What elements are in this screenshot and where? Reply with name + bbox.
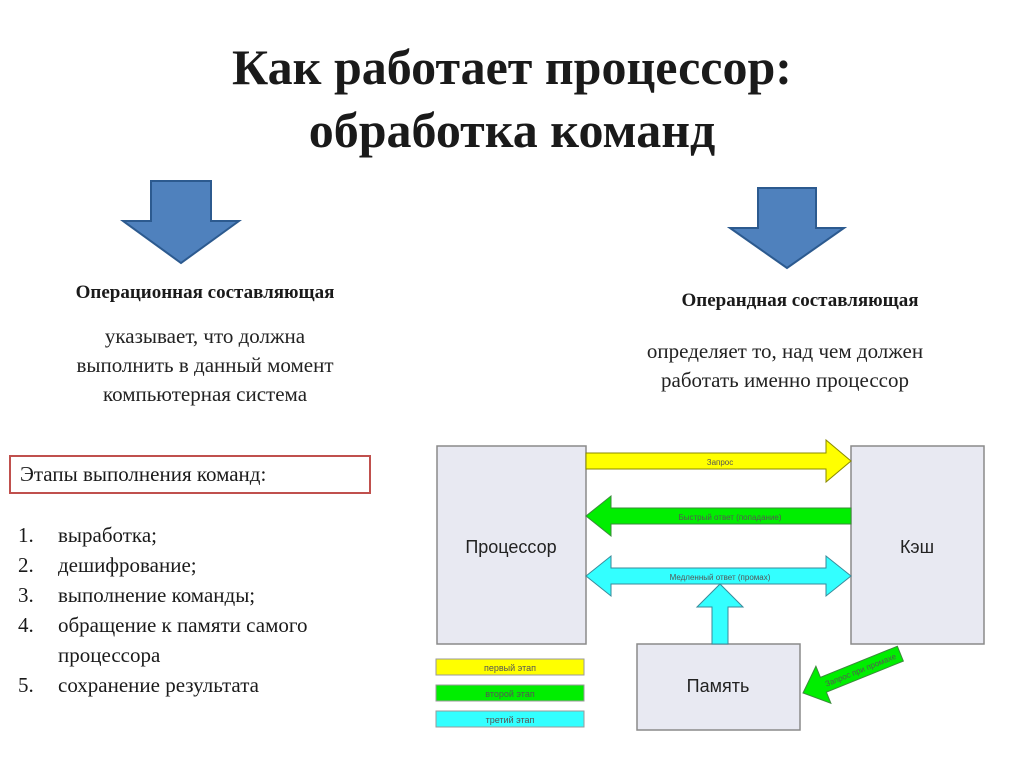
list-item: 3. выполнение команды;: [18, 580, 398, 610]
list-item: процессора: [18, 640, 398, 670]
fast-response-arrow: [585, 494, 852, 538]
processor-label: Процессор: [465, 537, 556, 557]
fast-response-label: Быстрый ответ (попадание): [678, 513, 781, 522]
legend-label: второй этап: [485, 689, 535, 699]
list-item-number: 4.: [18, 613, 34, 637]
operand-heading: Операндная составляющая: [681, 290, 919, 311]
cache-diagram: Процессор Кэш Память Запрос Быстрый отве…: [435, 438, 985, 731]
legend-swatch-cyan: [435, 710, 585, 728]
page-title-line1: Как работает процессор:: [232, 39, 792, 95]
page-title-line2: обработка команд: [308, 102, 716, 158]
cache-box: [850, 445, 985, 645]
down-arrow-icon-right: [727, 187, 847, 270]
list-item: 1. выработка;: [18, 520, 398, 550]
miss-request-label: Запрос при промахе: [824, 652, 898, 689]
list-item-number: 3.: [18, 583, 34, 607]
operational-description: указывает, что должна выполнить в данный…: [10, 322, 400, 409]
legend-swatch-yellow: [435, 658, 585, 676]
operand-desc-line: определяет то, над чем должен: [646, 339, 924, 363]
stages-list: 1. выработка; 2. дешифрование; 3. выполнени…: [18, 520, 398, 700]
list-item-number: 5.: [18, 673, 34, 697]
operand-description: определяет то, над чем должен работать и…: [575, 337, 995, 395]
list-item-text: выполнение команды;: [58, 583, 256, 607]
operational-heading: Операционная составляющая: [75, 282, 335, 303]
operational-desc-line: указывает, что должна: [104, 324, 306, 348]
request-arrow: [585, 438, 852, 484]
operational-desc-line: выполнить в данный момент: [76, 353, 334, 377]
cache-label: Кэш: [900, 537, 934, 557]
list-item-text: процессора: [58, 643, 161, 667]
memory-label: Память: [687, 676, 750, 696]
down-arrow-icon-left: [120, 180, 242, 265]
slow-response-arrow: [585, 554, 852, 598]
list-item-text: дешифрование;: [58, 553, 197, 577]
list-item-text: сохранение результата: [58, 673, 259, 697]
operand-desc-line: работать именно процессор: [661, 368, 909, 392]
legend-label: третий этап: [486, 715, 535, 725]
processor-box: [436, 445, 587, 645]
request-arrow-label: Запрос: [707, 458, 734, 467]
list-item-text: обращение к памяти самого: [58, 613, 308, 637]
list-item-number: 1.: [18, 523, 34, 547]
memory-up-arrow: [695, 583, 745, 645]
slow-response-label: Медленный ответ (промах): [670, 573, 771, 582]
miss-request-arrow: Запрос при промахе: [802, 645, 905, 705]
list-item: 5. сохранение результата: [18, 670, 398, 700]
list-item: 4. обращение к памяти самого: [18, 610, 398, 640]
list-item-text: выработка;: [58, 523, 157, 547]
legend-label: первый этап: [484, 663, 536, 673]
legend-swatch-green: [435, 684, 585, 702]
operational-desc-line: компьютерная система: [102, 382, 308, 406]
list-item: 2. дешифрование;: [18, 550, 398, 580]
list-item-number: [18, 640, 58, 670]
list-item-number: 2.: [18, 553, 34, 577]
stages-box-label: Этапы выполнения команд:: [9, 455, 371, 494]
